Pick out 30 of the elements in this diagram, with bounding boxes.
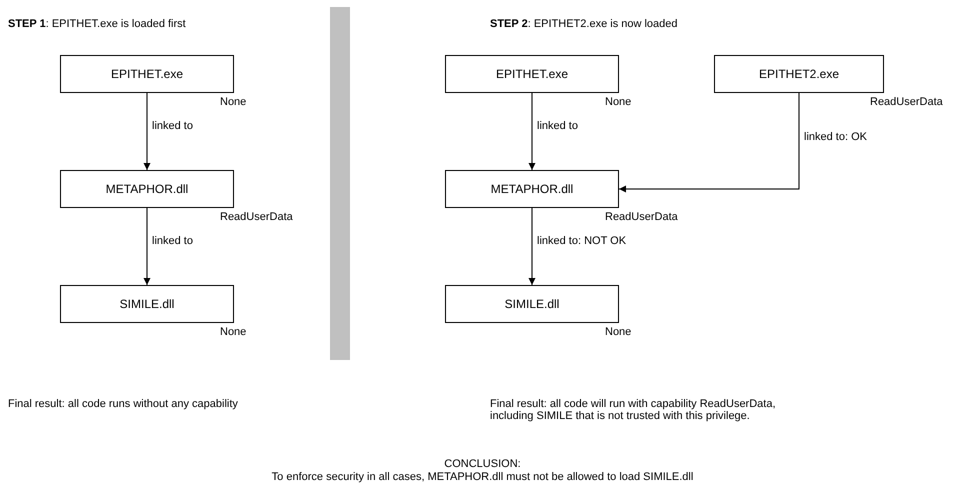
process-box: EPITHET2.exe (714, 55, 884, 93)
process-box: METAPHOR.dll (60, 170, 234, 208)
process-box: METAPHOR.dll (445, 170, 619, 208)
edge-label: linked to (152, 234, 193, 246)
arrow (528, 92, 536, 170)
capability-label: ReadUserData (605, 211, 678, 223)
capability-label: None (220, 96, 246, 108)
arrow (144, 92, 150, 170)
step-heading: STEP 2: EPITHET2.exe is now loaded (490, 18, 678, 30)
arrow (144, 208, 150, 286)
edge-label: linked to (152, 120, 193, 132)
edge-label: linked to: NOT OK (537, 234, 626, 246)
result-note: Final result: all code runs without any capability (8, 398, 238, 410)
arrow (618, 92, 800, 192)
capability-label: ReadUserData (870, 96, 943, 108)
capability-label: None (605, 326, 632, 338)
edge-label: linked to: OK (804, 131, 867, 143)
conclusion-heading: CONCLUSION: (443, 458, 522, 470)
arrow (528, 208, 536, 286)
process-box: EPITHET.exe (60, 55, 234, 93)
process-box: SIMILE.dll (445, 285, 619, 323)
process-box: SIMILE.dll (60, 285, 234, 323)
capability-label: None (605, 96, 632, 108)
conclusion-text: To enforce security in all cases, METAPHOR.dll must not be allowed to load SIMILE.dll (270, 471, 694, 483)
result-note: Final result: all code will run with capability ReadUserData, including SIMILE that is not trusted with this privilege. (490, 398, 777, 422)
edge-label: linked to (537, 120, 578, 132)
step-heading: STEP 1: EPITHET.exe is loaded first (8, 18, 186, 30)
process-box: EPITHET.exe (445, 55, 619, 93)
capability-label: ReadUserData (220, 211, 293, 223)
capability-label: None (220, 326, 246, 338)
